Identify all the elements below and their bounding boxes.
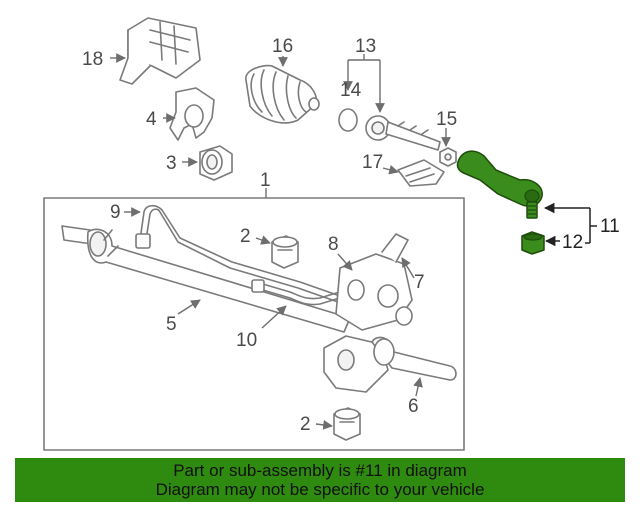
callout-7: 7 [414, 272, 425, 293]
callout-5: 5 [166, 314, 177, 335]
part-17-guard [397, 159, 445, 187]
part-11-tie-rod-end [456, 150, 543, 219]
part-16-boot [245, 64, 320, 124]
callout-9: 9 [110, 202, 121, 223]
part-9-pipe [135, 204, 341, 303]
part-6-rack-end [323, 335, 457, 393]
callout-2a: 2 [240, 226, 251, 247]
part-10-pipe [251, 279, 347, 306]
parts-diagram: 18 4 3 16 13 14 15 [43, 17, 620, 451]
info-banner: Part or sub-assembly is #11 in diagram D… [15, 458, 625, 502]
part-14-clip [338, 108, 358, 132]
callout-13: 13 [355, 36, 376, 57]
callout-15: 15 [436, 109, 457, 130]
callout-3: 3 [166, 153, 177, 174]
leader-2a [255, 235, 271, 245]
part-18-bracket [119, 17, 201, 85]
part-4-clamp [169, 87, 215, 141]
callout-12: 12 [562, 232, 583, 253]
callout-8: 8 [328, 234, 339, 255]
leader-11-bracket [543, 202, 597, 244]
leader-2b [315, 420, 333, 430]
part-12-nut [521, 231, 545, 255]
callout-10: 10 [236, 330, 257, 351]
banner-line-1: Part or sub-assembly is #11 in diagram [173, 461, 467, 480]
callout-11: 11 [600, 216, 620, 237]
leader-5 [177, 299, 201, 315]
part-13-inner-tie-rod [365, 115, 441, 151]
part-1-frame [43, 197, 465, 451]
leader-8 [337, 253, 353, 271]
callout-14: 14 [340, 80, 362, 101]
callout-4: 4 [146, 109, 157, 130]
part-2-mount-bushing-upper [271, 235, 299, 269]
part-2-mount-bushing-lower [333, 407, 361, 441]
part-5-rack-housing [61, 225, 351, 333]
callout-16: 16 [272, 36, 293, 57]
leader-7 [401, 257, 415, 279]
part-3-bushing [199, 145, 233, 181]
callout-1: 1 [260, 170, 271, 191]
callout-18: 18 [82, 49, 103, 70]
leader-17 [382, 164, 399, 175]
callout-6: 6 [408, 396, 419, 417]
leader-6 [413, 377, 423, 397]
part-15-nut [439, 147, 457, 167]
leader-10 [261, 305, 287, 329]
leader-13-bracket [343, 54, 385, 113]
callout-2b: 2 [300, 414, 311, 435]
part-8-valve-body [335, 233, 413, 331]
banner-line-2: Diagram may not be specific to your vehi… [155, 480, 485, 499]
callout-17: 17 [362, 152, 383, 173]
